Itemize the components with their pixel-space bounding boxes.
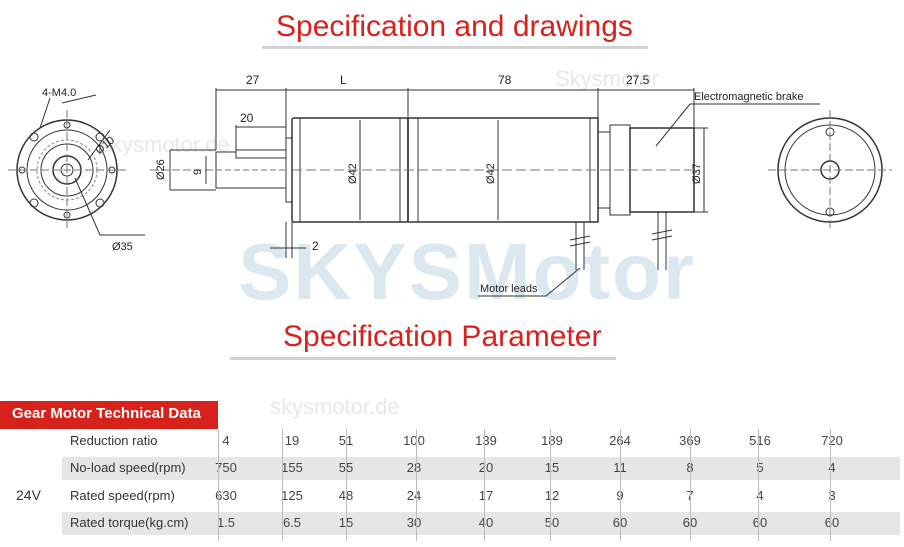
table-cell: 60 bbox=[752, 515, 768, 530]
row-label: Reduction ratio bbox=[70, 433, 158, 448]
label-d42-motor: Ø42 bbox=[485, 163, 497, 184]
bolt-hole bbox=[95, 132, 105, 142]
table-cell: 24 bbox=[406, 488, 422, 503]
column-divider bbox=[690, 429, 691, 541]
table-title-rule bbox=[0, 426, 218, 429]
callout-leads: Motor leads bbox=[480, 283, 538, 295]
label-bolt-holes: 4-M4.0 bbox=[42, 87, 76, 99]
drawings-heading-rule bbox=[262, 46, 648, 49]
parameters-heading: Specification Parameter bbox=[283, 320, 602, 353]
column-divider bbox=[282, 429, 283, 541]
bolt-hole bbox=[29, 132, 39, 142]
label-d35: Ø35 bbox=[112, 241, 133, 253]
row-label: No-load speed(rpm) bbox=[70, 460, 186, 475]
table-cell: 50 bbox=[544, 515, 560, 530]
table-row: Rated torque(kg.cm)1.56.5153040506060606… bbox=[62, 512, 900, 535]
label-d42-gear: Ø42 bbox=[347, 163, 359, 184]
row-label: Rated torque(kg.cm) bbox=[70, 515, 189, 530]
table-cell: 9 bbox=[590, 488, 650, 503]
table-cell: 139 bbox=[475, 433, 497, 448]
table-cell: 155 bbox=[281, 460, 303, 475]
table-title: Gear Motor Technical Data bbox=[0, 401, 218, 426]
table-cell: 8 bbox=[660, 460, 720, 475]
bolt-hole bbox=[29, 198, 39, 208]
label-key-width: 9 bbox=[192, 169, 204, 175]
voltage-label: 24V bbox=[16, 487, 41, 503]
label-step: 2 bbox=[312, 239, 319, 253]
column-divider bbox=[416, 429, 417, 541]
table-cell: 720 bbox=[821, 433, 843, 448]
label-d37: Ø37 bbox=[691, 163, 703, 184]
column-divider bbox=[484, 429, 485, 541]
column-divider bbox=[758, 429, 759, 541]
table-cell: 6.5 bbox=[282, 515, 302, 530]
table-row: No-load speed(rpm)7501555528201511854 bbox=[62, 457, 900, 480]
drawings-heading: Specification and drawings bbox=[276, 10, 633, 43]
table-cell: 28 bbox=[406, 460, 422, 475]
table-cell: 30 bbox=[406, 515, 422, 530]
table-cell: 264 bbox=[590, 433, 650, 448]
table-cell: 189 bbox=[541, 433, 563, 448]
table-cell: 40 bbox=[478, 515, 494, 530]
table-cell: 1.5 bbox=[216, 515, 236, 530]
label-brake-length: 27.5 bbox=[626, 73, 650, 87]
table-cell: 5 bbox=[756, 460, 764, 475]
bolt-hole bbox=[95, 198, 105, 208]
column-divider bbox=[620, 429, 621, 541]
column-divider bbox=[346, 429, 347, 541]
label-key-length: 20 bbox=[240, 111, 254, 125]
watermark-brand: Skysmotor bbox=[555, 66, 659, 91]
label-motor-length: 78 bbox=[498, 73, 512, 87]
technical-drawing: 4-M4.0 Ø10 Ø35 Ø26 9 27 L 78 27.5 20 2 Ø… bbox=[8, 73, 892, 297]
label-gear-length: L bbox=[340, 73, 347, 87]
parameters-heading-rule bbox=[230, 357, 616, 360]
table-cell: 516 bbox=[749, 433, 771, 448]
table-cell: 19 bbox=[284, 433, 300, 448]
table-cell: 630 bbox=[215, 488, 237, 503]
table-cell: 4 bbox=[828, 460, 836, 475]
table-cell: 750 bbox=[215, 460, 237, 475]
table-row: Reduction ratio4195110013918926436951672… bbox=[62, 430, 900, 453]
table-cell: 17 bbox=[478, 488, 494, 503]
table-cell: 4 bbox=[756, 488, 764, 503]
table-row: Rated speed(rpm)630125482417129743 bbox=[62, 485, 900, 508]
column-divider bbox=[218, 429, 219, 541]
row-label: Rated speed(rpm) bbox=[70, 488, 175, 503]
label-shaft-length: 27 bbox=[246, 73, 260, 87]
column-divider bbox=[550, 429, 551, 541]
table-cell: 3 bbox=[828, 488, 836, 503]
watermark-logo: SKYSMotor bbox=[238, 227, 696, 316]
table-cell: 100 bbox=[403, 433, 425, 448]
table-cell: 369 bbox=[660, 433, 720, 448]
table-cell: 20 bbox=[478, 460, 494, 475]
table-cell: 4 bbox=[222, 433, 230, 448]
table-cell: 7 bbox=[660, 488, 720, 503]
label-d26: Ø26 bbox=[155, 159, 167, 180]
watermark-site-2: skysmotor.de bbox=[270, 394, 400, 419]
table-cell: 15 bbox=[544, 460, 560, 475]
table-cell: 12 bbox=[544, 488, 560, 503]
table-cell: 125 bbox=[281, 488, 303, 503]
callout-brake: Electromagnetic brake bbox=[694, 91, 803, 103]
table-cell: 60 bbox=[824, 515, 840, 530]
watermark-site: skysmotor.de bbox=[100, 132, 230, 157]
column-divider bbox=[830, 429, 831, 541]
